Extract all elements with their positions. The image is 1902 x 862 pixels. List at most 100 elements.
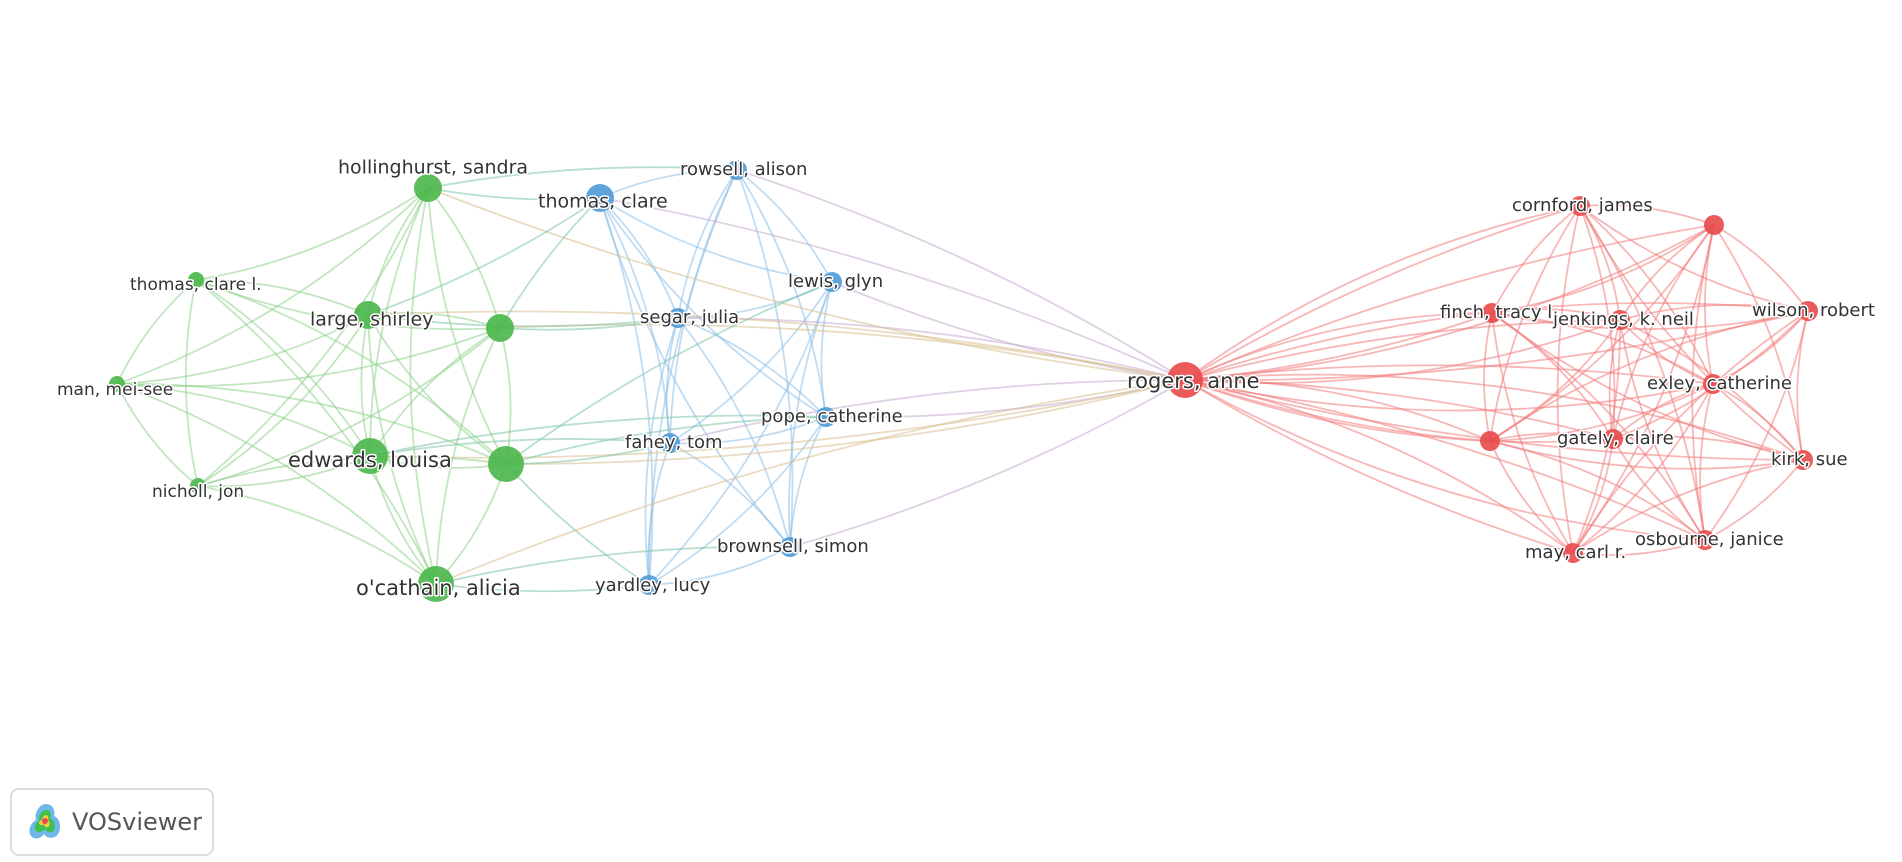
- network-link: [1572, 539, 1706, 556]
- node-label: jenkings, k. neil: [1552, 309, 1694, 330]
- network-link: [1184, 379, 1614, 440]
- network-node[interactable]: [1793, 450, 1813, 470]
- node-label: finch, tracy l.: [1440, 302, 1558, 323]
- network-link: [195, 279, 507, 465]
- network-link: [1572, 459, 1804, 554]
- network-link: [1184, 379, 1706, 541]
- node-label: thomas, clare l.: [130, 275, 262, 295]
- network-node[interactable]: [488, 446, 524, 482]
- network-link: [1184, 205, 1581, 381]
- network-link: [1489, 440, 1574, 554]
- network-link: [427, 187, 601, 201]
- network-link: [1579, 205, 1809, 312]
- network-link: [116, 383, 507, 465]
- network-link: [1184, 373, 1804, 461]
- vosviewer-badge[interactable]: VOSviewer: [10, 788, 214, 856]
- node-label: thomas, clare: [538, 191, 668, 213]
- node-label: may, carl r.: [1525, 542, 1626, 563]
- network-link: [831, 281, 1186, 381]
- network-link: [195, 187, 429, 281]
- network-node[interactable]: [1695, 530, 1715, 550]
- network-link: [599, 197, 679, 319]
- node-label: large, shirley: [310, 309, 433, 331]
- network-link: [1184, 379, 1614, 443]
- network-node[interactable]: [418, 566, 454, 602]
- network-node[interactable]: [780, 537, 800, 557]
- network-node[interactable]: [354, 301, 382, 329]
- network-link: [116, 279, 197, 385]
- network-node[interactable]: [639, 575, 659, 595]
- network-link: [116, 327, 501, 388]
- network-node[interactable]: [414, 174, 442, 202]
- network-node[interactable]: [1480, 431, 1500, 451]
- node-label: brownsell, simon: [717, 536, 869, 557]
- network-node[interactable]: [586, 184, 614, 212]
- network-node[interactable]: [1703, 374, 1723, 394]
- node-label: o'cathain, alicia: [356, 576, 521, 600]
- network-link: [599, 169, 738, 199]
- network-node[interactable]: [1610, 310, 1630, 330]
- network-link: [435, 545, 791, 585]
- network-node[interactable]: [188, 272, 204, 288]
- node-label: rowsell, alison: [680, 159, 807, 180]
- network-link: [369, 327, 501, 457]
- network-node[interactable]: [1704, 215, 1724, 235]
- network-link: [736, 169, 833, 283]
- node-label: cornford, james: [1512, 195, 1653, 216]
- network-node[interactable]: [1570, 196, 1590, 216]
- network-node[interactable]: [190, 478, 206, 494]
- network-link: [499, 317, 679, 331]
- network-node[interactable]: [1798, 301, 1818, 321]
- network-node[interactable]: [1603, 429, 1623, 449]
- network-link: [669, 416, 827, 445]
- network-node[interactable]: [727, 160, 747, 180]
- network-node[interactable]: [816, 407, 836, 427]
- network-node[interactable]: [352, 438, 388, 474]
- network-link: [367, 314, 507, 465]
- network-link: [1184, 364, 1714, 385]
- node-label: pope, catherine: [761, 406, 903, 427]
- network-link: [1184, 319, 1621, 381]
- network-link: [435, 379, 1186, 585]
- network-link: [1184, 379, 1491, 442]
- network-link: [1184, 224, 1715, 381]
- network-link: [1184, 379, 1574, 554]
- node-label: wilson, robert: [1752, 300, 1875, 321]
- node-label: segar, julia: [640, 307, 739, 328]
- network-node[interactable]: [1563, 543, 1583, 563]
- network-link: [195, 279, 371, 457]
- network-link: [1699, 383, 1714, 541]
- network-link: [116, 187, 429, 385]
- network-link: [1704, 310, 1809, 541]
- network-link: [1612, 435, 1804, 461]
- network-node[interactable]: [822, 272, 842, 292]
- network-node[interactable]: [109, 376, 125, 392]
- network-link: [1619, 319, 1714, 385]
- network-link: [1491, 308, 1621, 321]
- network-node[interactable]: [660, 433, 680, 453]
- network-link: [1619, 224, 1715, 321]
- network-link: [197, 485, 437, 585]
- network-node[interactable]: [668, 308, 688, 328]
- network-link: [427, 187, 507, 465]
- network-node[interactable]: [1167, 362, 1203, 398]
- network-link: [435, 463, 507, 585]
- network-link: [1489, 310, 1809, 442]
- node-label: edwards, louisa: [288, 448, 452, 472]
- network-link: [677, 317, 827, 418]
- network-link: [1579, 205, 1714, 385]
- network-link: [599, 197, 1186, 381]
- network-node[interactable]: [1482, 303, 1502, 323]
- network-link: [1184, 379, 1706, 541]
- network-link: [1713, 224, 1809, 312]
- network-link: [1489, 319, 1621, 442]
- network-link: [505, 463, 650, 586]
- network-link: [116, 383, 199, 487]
- network-node[interactable]: [486, 314, 514, 342]
- network-link: [499, 323, 1186, 381]
- network-link: [195, 279, 369, 316]
- network-link: [116, 383, 371, 457]
- network-link: [1491, 312, 1614, 440]
- network-link: [197, 314, 369, 487]
- network-link: [648, 546, 791, 586]
